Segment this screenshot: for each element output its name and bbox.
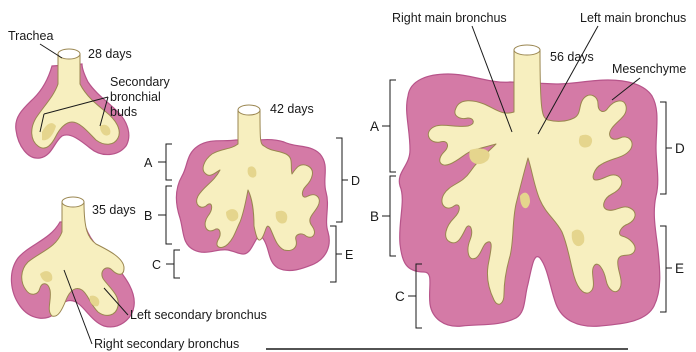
lobe-e-label-42: E [345, 248, 353, 262]
lobe-d-label-42: D [351, 174, 360, 188]
left-main-bronchus-label: Left main bronchus [580, 11, 686, 25]
lobe-a-label-56: A [370, 119, 379, 134]
lobe-b-label-42: B [144, 209, 152, 223]
age-35-days: 35 days [92, 203, 136, 217]
mesenchyme-label: Mesenchyme [612, 62, 686, 76]
bud-42 [197, 110, 320, 251]
left-secondary-bronchus-label: Left secondary bronchus [130, 308, 267, 322]
secondary-buds-label-3: buds [110, 105, 137, 119]
secondary-buds-label-2: bronchial [110, 90, 161, 104]
lobe-a-label-42: A [144, 156, 153, 170]
stage-56-days: 56 days Right main bronchus Left main br… [370, 11, 686, 328]
stage-42-days: 42 days A B C D E [144, 102, 360, 282]
trachea-lumen-35 [62, 197, 84, 207]
lobe-c-label-56: C [395, 289, 405, 304]
age-42-days: 42 days [270, 102, 314, 116]
age-56-days: 56 days [550, 50, 594, 64]
trachea-lumen-56 [514, 45, 540, 55]
stage-28-days: Trachea 28 days Secondary bronchial buds [8, 29, 171, 158]
lobe-b-label-56: B [370, 209, 379, 224]
secondary-buds-label-1: Secondary [110, 75, 171, 89]
lobe-e-label-56: E [675, 261, 684, 276]
right-main-bronchus-label: Right main bronchus [392, 11, 507, 25]
lobe-c-label-42: C [152, 258, 161, 272]
trachea-label: Trachea [8, 29, 53, 43]
age-28-days: 28 days [88, 47, 132, 61]
lobe-d-label-56: D [675, 141, 685, 156]
right-secondary-bronchus-label: Right secondary bronchus [94, 337, 239, 351]
trachea-lumen-42 [238, 105, 260, 115]
